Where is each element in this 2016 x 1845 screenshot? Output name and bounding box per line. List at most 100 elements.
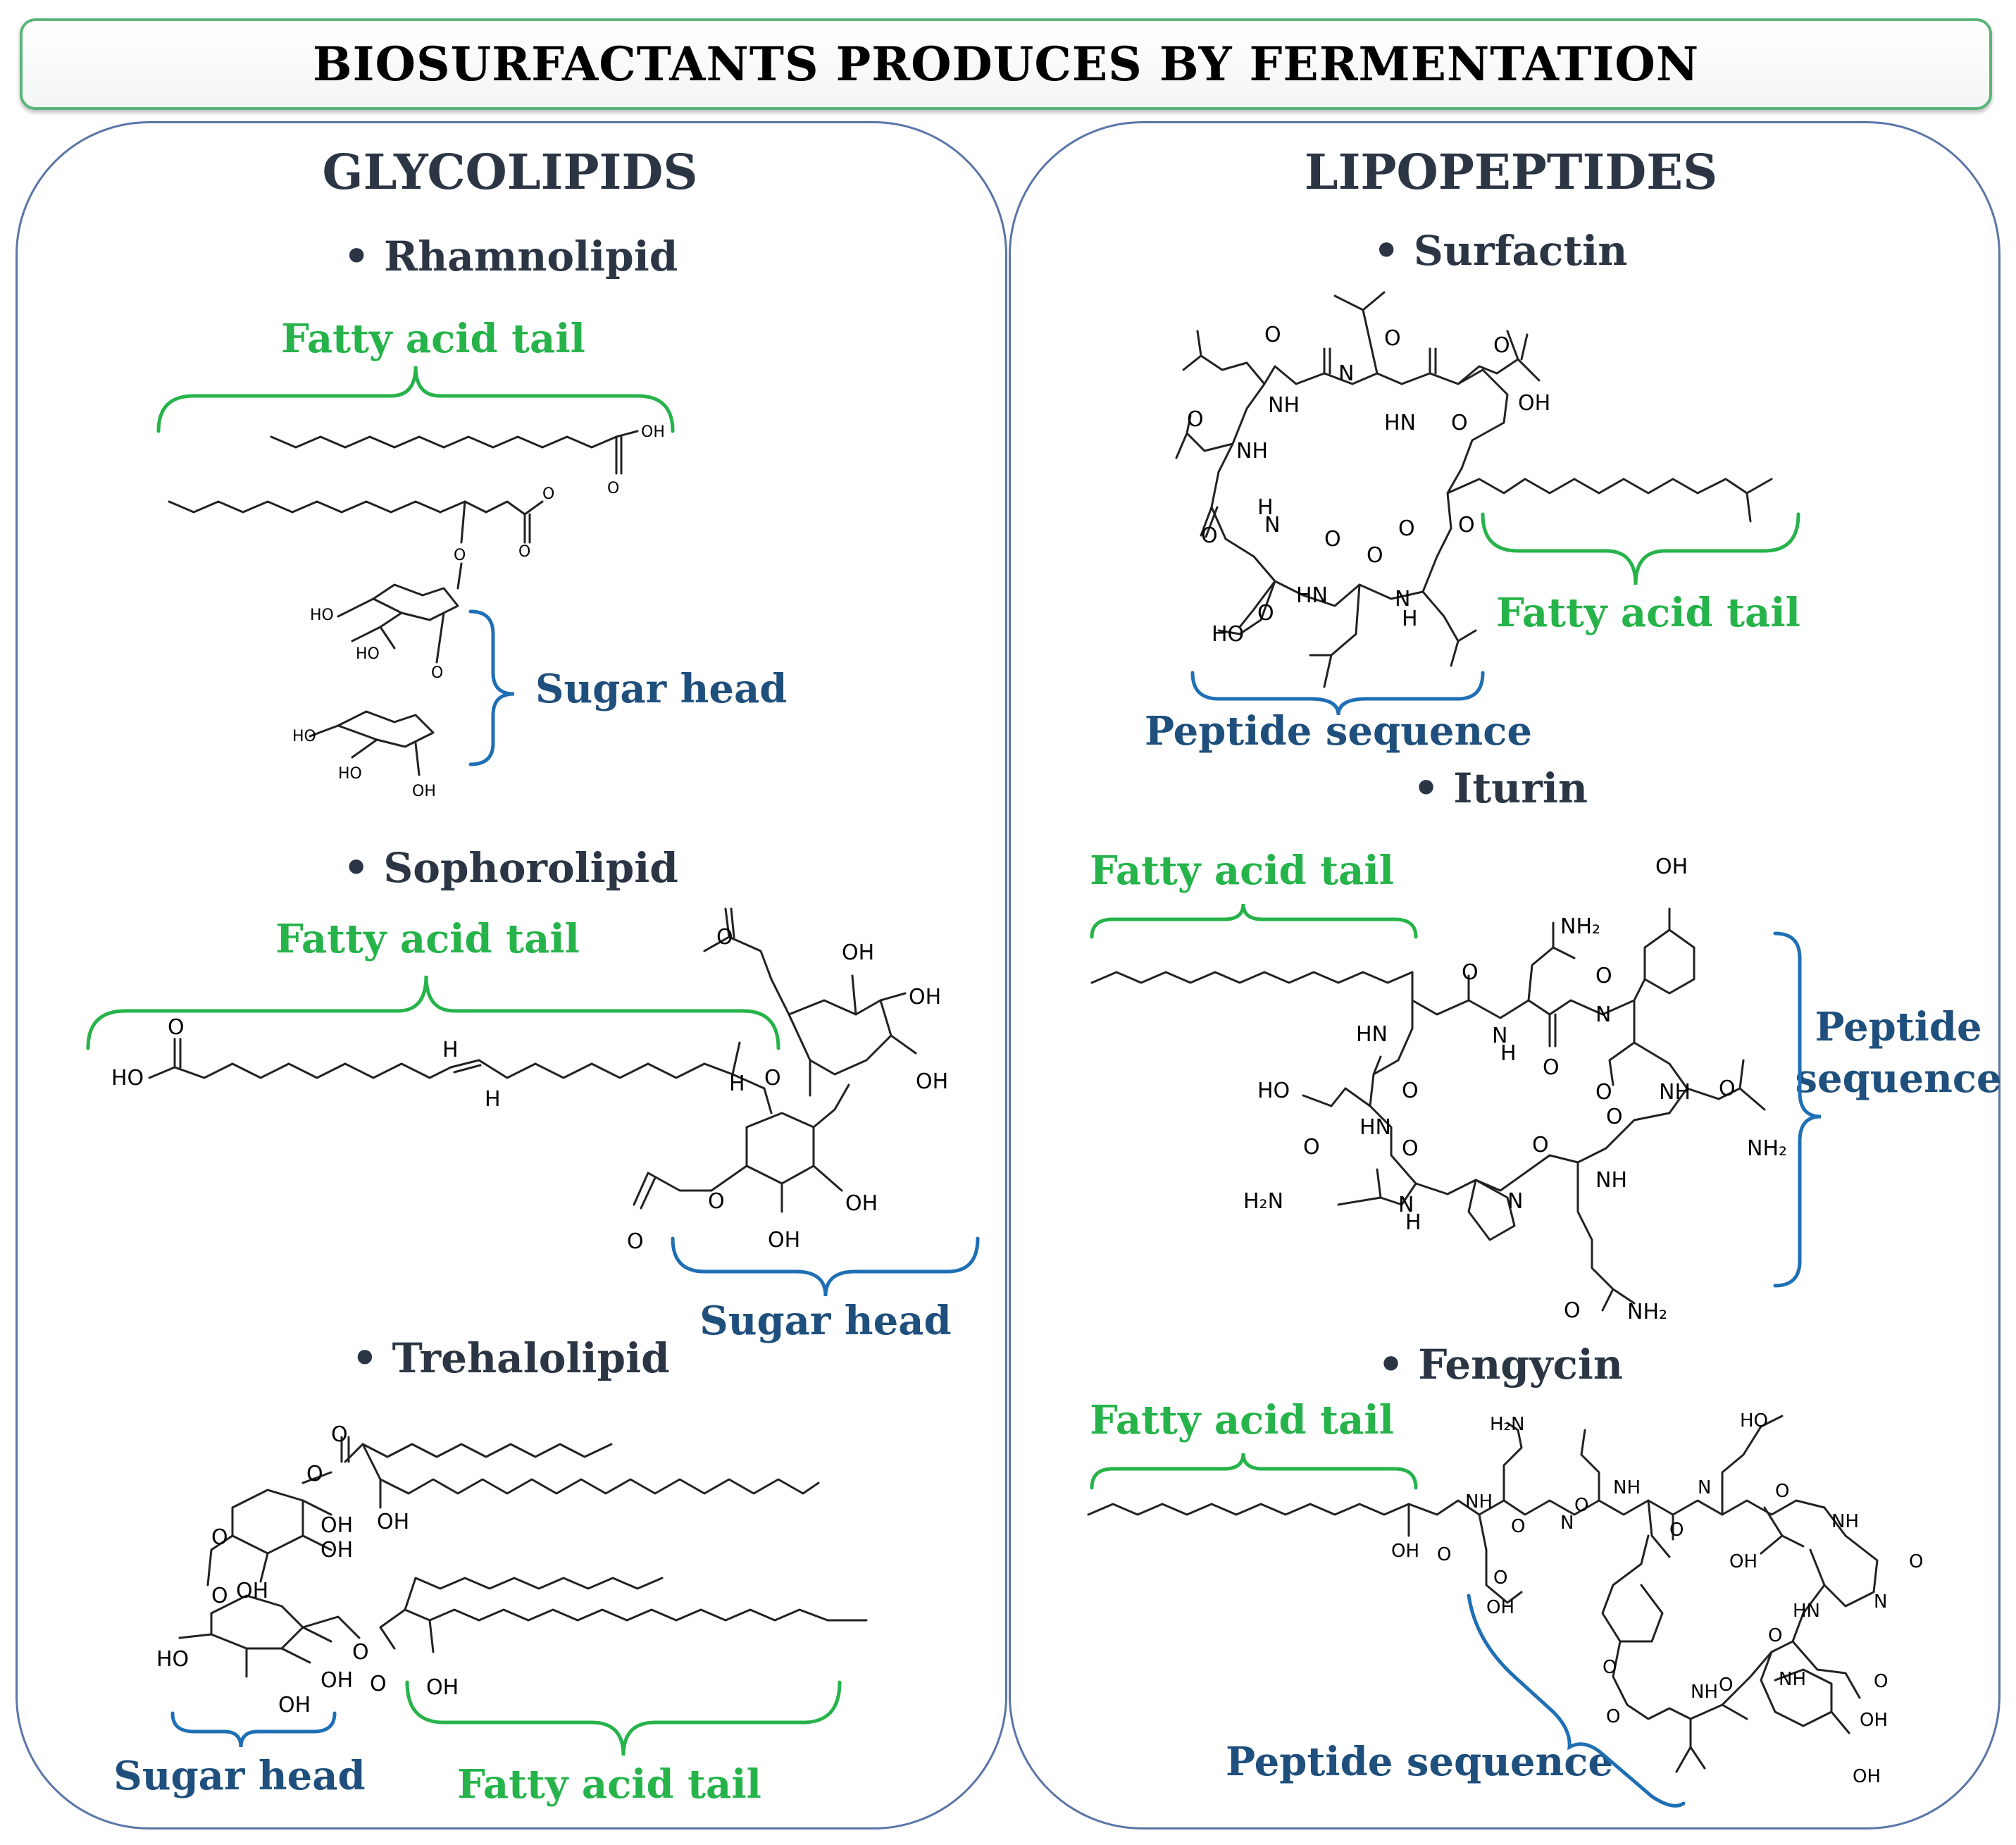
iturin-n-3: N xyxy=(1507,1189,1523,1214)
rhamnolipid-o-2: O xyxy=(542,485,554,503)
trehalolipid-oh-3: OH xyxy=(321,1538,353,1563)
iturin-o-5: O xyxy=(1595,1080,1612,1105)
fengycin-h2n: H₂N xyxy=(1490,1414,1524,1435)
sophorolipid-label: • Sophorolipid xyxy=(343,844,678,892)
rhamnolipid-head-brace xyxy=(468,609,515,766)
iturin-nh-1: NH xyxy=(1659,1080,1691,1105)
iturin-nh2-1: NH₂ xyxy=(1560,914,1600,939)
trehalolipid-oh-1: OH xyxy=(321,1513,353,1538)
iturin-peptide-label-line1: Peptide xyxy=(1815,1004,1982,1050)
surfactin-tail-label: Fatty acid tail xyxy=(1496,590,1800,636)
surfactin-nh-1: NH xyxy=(1268,393,1300,418)
surfactin-o-2: O xyxy=(1384,326,1401,351)
iturin-ho: HO xyxy=(1257,1079,1290,1103)
fengycin-hn-1: HN xyxy=(1793,1601,1820,1622)
fengycin-o-12: O xyxy=(1606,1706,1620,1727)
rhamnolipid-o-5: O xyxy=(431,664,443,682)
surfactin-o-4: O xyxy=(1451,411,1468,435)
iturin-o-2: O xyxy=(1462,960,1479,985)
rhamnolipid-ho-1: HO xyxy=(310,607,334,624)
fengycin-n-2: N xyxy=(1698,1477,1711,1498)
rhamnolipid-ho-2: HO xyxy=(356,645,380,663)
fengycin-ho-1: HO xyxy=(1740,1410,1768,1431)
sophorolipid-ho: HO xyxy=(111,1066,144,1091)
iturin-n-1: N xyxy=(1492,1024,1507,1048)
surfactin-o-1: O xyxy=(1264,323,1281,347)
iturin-nh2-3: NH₂ xyxy=(1627,1300,1667,1324)
sophorolipid-tail-label: Fatty acid tail xyxy=(275,916,580,962)
surfactin-label: • Surfactin xyxy=(1373,227,1628,275)
surfactin-o-8: O xyxy=(1398,516,1415,541)
trehalolipid-o-5: O xyxy=(352,1640,369,1665)
iturin-o-10: O xyxy=(1532,1133,1549,1157)
iturin-o-8: O xyxy=(1303,1135,1320,1160)
rhamnolipid-o-4: O xyxy=(454,547,466,564)
iturin-n-2: N xyxy=(1595,1002,1611,1027)
fengycin-o-5: O xyxy=(1775,1481,1789,1502)
surfactin-peptide-brace xyxy=(1190,671,1485,716)
fengycin-o-6: O xyxy=(1909,1551,1923,1572)
rhamnolipid-head-label: Sugar head xyxy=(535,666,788,712)
surfactin-peptide-label: Peptide sequence xyxy=(1145,708,1532,754)
sophorolipid-h-1: H xyxy=(442,1038,459,1062)
fengycin-o-1: O xyxy=(1437,1544,1451,1565)
surfactin-o-11: O xyxy=(1257,601,1274,626)
fengycin-o-7: O xyxy=(1493,1567,1507,1589)
fengycin-nh-4: NH xyxy=(1779,1669,1806,1690)
fengycin-tail-label: Fatty acid tail xyxy=(1090,1397,1394,1443)
rhamnolipid-label: • Rhamnolipid xyxy=(343,232,678,280)
surfactin-o-3: O xyxy=(1493,333,1510,358)
trehalolipid-structure xyxy=(178,1436,868,1678)
fengycin-label: • Fengycin xyxy=(1377,1341,1624,1389)
sophorolipid-structure xyxy=(148,907,917,1213)
iturin-o-3: O xyxy=(1543,1055,1560,1080)
iturin-nh2-2: NH₂ xyxy=(1747,1136,1787,1161)
fengycin-o-2: O xyxy=(1511,1516,1525,1537)
fengycin-nh-2: NH xyxy=(1613,1477,1641,1498)
trehalolipid-o-6: O xyxy=(370,1672,387,1696)
sophorolipid-o-5: O xyxy=(627,1229,644,1254)
rhamnolipid-o-1: O xyxy=(607,480,619,497)
rhamnolipid-ho-3: HO xyxy=(292,728,316,745)
trehalolipid-o-4: O xyxy=(211,1584,228,1608)
fengycin-oh-3: OH xyxy=(1486,1597,1514,1618)
sophorolipid-h-3: H xyxy=(729,1071,745,1096)
page-title: BIOSURFACTANTS PRODUCES BY FERMENTATION xyxy=(312,37,1700,92)
fengycin-nh-1: NH xyxy=(1465,1491,1493,1512)
fengycin-o-11: O xyxy=(1603,1657,1617,1678)
iturin-o-9: O xyxy=(1402,1136,1419,1161)
trehalolipid-ho: HO xyxy=(156,1647,189,1672)
fengycin-n-3: N xyxy=(1874,1591,1887,1613)
rhamnolipid-oh-1: OH xyxy=(641,423,665,441)
fengycin-peptide-label: Peptide sequence xyxy=(1226,1739,1613,1785)
surfactin-structure xyxy=(1175,291,1773,688)
fengycin-oh-4: OH xyxy=(1860,1710,1888,1731)
fengycin-peptide-brace xyxy=(1467,1594,1686,1808)
fengycin-o-10: O xyxy=(1874,1671,1888,1692)
sophorolipid-o-2: O xyxy=(764,1066,781,1091)
trehalolipid-oh-7: OH xyxy=(426,1675,459,1700)
iturin-h-1: H xyxy=(1500,1041,1517,1066)
surfactin-nh-3: NH xyxy=(1236,439,1268,464)
fengycin-structure xyxy=(1087,1415,1879,1773)
fengycin-o-8: O xyxy=(1768,1625,1782,1646)
surfactin-h-2: H xyxy=(1402,607,1418,631)
iturin-o-6: O xyxy=(1719,1076,1736,1101)
iturin-o-7: O xyxy=(1606,1105,1623,1129)
surfactin-o-9: O xyxy=(1458,513,1475,538)
fengycin-o-4: O xyxy=(1669,1520,1684,1541)
surfactin-hn-2: HN xyxy=(1296,583,1328,608)
title-banner: BIOSURFACTANTS PRODUCES BY FERMENTATION xyxy=(20,18,1992,110)
iturin-nh-2: NH xyxy=(1595,1168,1627,1193)
iturin-tail-label: Fatty acid tail xyxy=(1090,847,1394,894)
sophorolipid-o-3: O xyxy=(716,925,733,950)
sophorolipid-oh-4: OH xyxy=(845,1191,878,1216)
fengycin-nh-5: NH xyxy=(1691,1682,1718,1703)
surfactin-oh: OH xyxy=(1518,391,1550,416)
surfactin-hn-1: HN xyxy=(1384,411,1416,435)
sophorolipid-oh-3: OH xyxy=(916,1069,948,1094)
trehalolipid-oh-5: OH xyxy=(321,1668,353,1693)
trehalolipid-label: • Trehalolipid xyxy=(351,1334,670,1382)
rhamnolipid-oh-2: OH xyxy=(412,783,436,800)
